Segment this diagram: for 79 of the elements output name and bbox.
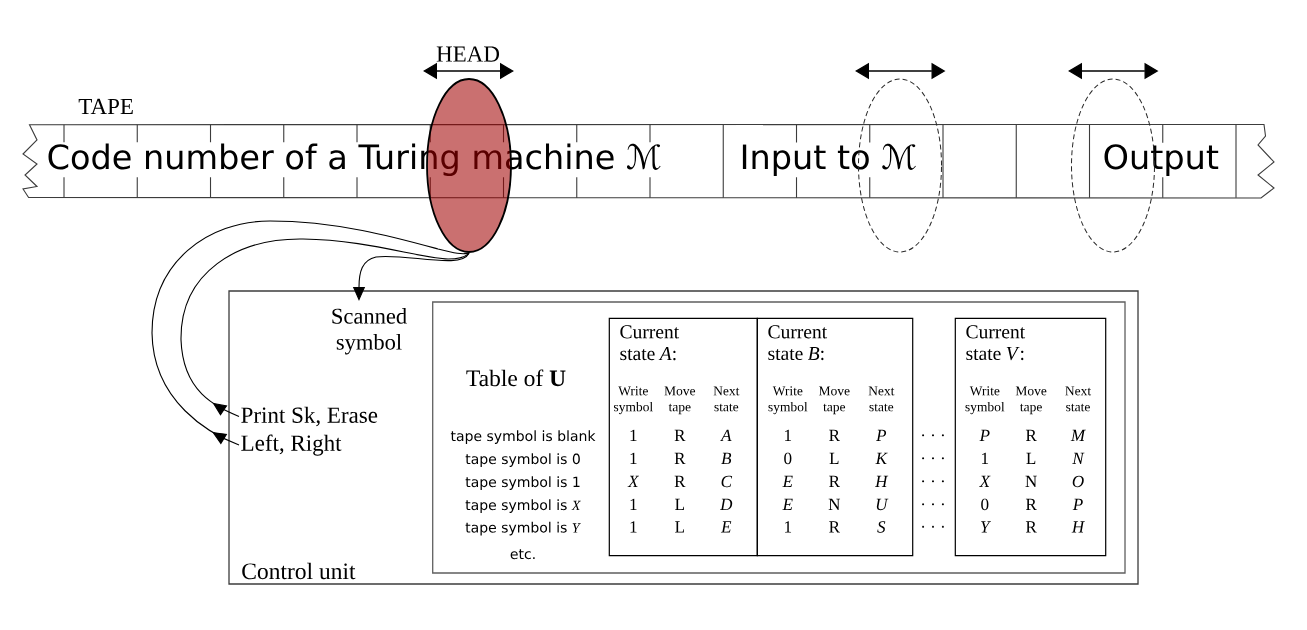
row-label: tape symbol is 1: [465, 476, 580, 490]
row-label: tape symbol is blank: [450, 430, 596, 444]
state-heading: Current state B:: [768, 325, 828, 361]
column-header: Next state: [868, 386, 895, 412]
table-cell: R: [674, 452, 686, 464]
table-title: Table of U: [466, 369, 566, 387]
row-label: tape symbol is Y: [465, 521, 581, 536]
table-cell: D: [720, 498, 733, 511]
table-cell: R: [1025, 429, 1037, 441]
table-cell: A: [720, 429, 732, 441]
signal-label: Left, Right: [241, 434, 342, 456]
table-cell: P: [979, 429, 990, 441]
tape-text: Input to ℳ: [738, 142, 919, 178]
table-cell: N: [828, 498, 841, 510]
table-cell: N: [1072, 452, 1085, 464]
column-header: Write symbol: [613, 386, 653, 415]
column-header: Move tape: [818, 386, 850, 415]
table-cell: L: [829, 452, 839, 464]
column-header: Write symbol: [965, 386, 1005, 415]
ellipsis-dots: · · ·: [922, 457, 944, 460]
box-label: Control unit: [242, 562, 356, 580]
table-cell: B: [721, 452, 732, 465]
table-cell: X: [979, 475, 991, 487]
table-cell: P: [1072, 498, 1083, 510]
table-cell: S: [877, 521, 886, 533]
curved-arrow: [180, 238, 470, 418]
table-cell: Y: [981, 521, 992, 533]
row-label: etc.: [510, 549, 535, 560]
ellipsis-dots: · · ·: [922, 503, 944, 506]
table-cell: R: [829, 429, 840, 441]
column-header: Move tape: [664, 386, 696, 415]
table-cell: U: [876, 498, 889, 511]
table-cell: K: [875, 452, 888, 464]
column-header: Next state: [1065, 386, 1092, 412]
table-cell: C: [721, 475, 733, 488]
table-cell: 1: [785, 521, 792, 533]
table-cell: E: [782, 498, 793, 510]
row-label: tape symbol is X: [465, 499, 581, 513]
table-cell: R: [1025, 521, 1037, 533]
ellipsis-dots: · · ·: [922, 434, 944, 437]
table-cell: O: [1072, 475, 1084, 488]
table-cell: E: [720, 521, 732, 533]
row-label: tape symbol is 0: [465, 453, 580, 467]
table-cell: R: [829, 475, 840, 487]
table-cell: 1: [630, 498, 637, 510]
table-cell: L: [1026, 452, 1036, 464]
table-cell: 1: [982, 452, 989, 464]
ellipsis-dots: · · ·: [922, 525, 944, 528]
table-cell: L: [675, 521, 684, 533]
table-cell: X: [627, 475, 640, 487]
curved-arrow: [151, 220, 470, 446]
table-cell: 1: [630, 521, 637, 533]
head-label: HEAD: [436, 46, 499, 62]
table-cell: N: [1025, 475, 1037, 487]
state-heading: Current state A:: [620, 325, 680, 361]
table-cell: 0: [981, 498, 989, 511]
column-header: Next state: [713, 386, 740, 412]
tape-label: TAPE: [78, 98, 133, 114]
table-cell: H: [875, 475, 889, 487]
state-heading: Current state V:: [966, 325, 1026, 361]
table-cell: 1: [785, 429, 792, 441]
table-cell: R: [674, 475, 686, 487]
column-header: Write symbol: [768, 386, 808, 415]
table-cell: E: [782, 475, 793, 487]
signal-label: Scanned symbol: [332, 307, 407, 355]
column-header: Move tape: [1015, 386, 1047, 415]
table-cell: 1: [630, 429, 637, 441]
table-cell: R: [674, 429, 686, 441]
signal-label: Print Sk, Erase: [241, 406, 378, 427]
table-cell: H: [1071, 521, 1085, 533]
table-cell: 1: [630, 452, 637, 464]
table-cell: M: [1070, 429, 1086, 441]
ellipsis-dots: · · ·: [922, 480, 944, 483]
table-cell: 0: [784, 452, 792, 465]
table-cell: R: [1025, 498, 1037, 510]
table-cell: R: [829, 521, 840, 533]
tape-text: Output: [1101, 142, 1221, 178]
table-cell: P: [876, 429, 887, 441]
table-cell: L: [675, 498, 684, 510]
